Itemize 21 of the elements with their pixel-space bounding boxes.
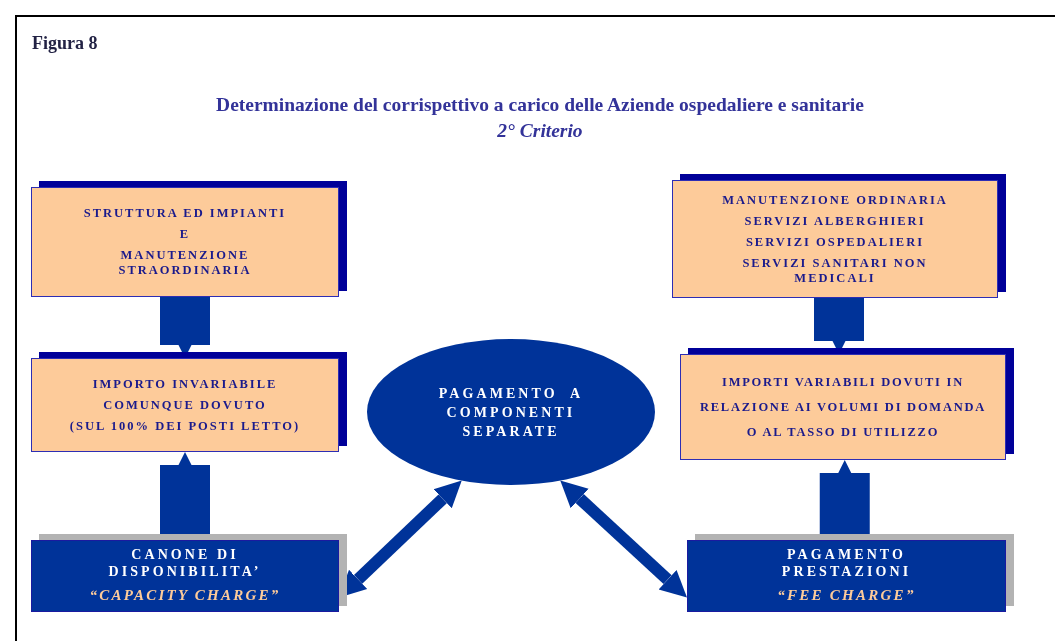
node-text: PAGAMENTO A COMPONENTI SEPARATE [437, 384, 585, 441]
node-text: E [179, 227, 191, 242]
node-text: SERVIZI OSPEDALIERI [745, 234, 925, 250]
node-text: (SUL 100% DEI POSTI LETTO) [69, 418, 301, 434]
node-text: “FEE CHARGE” [777, 586, 916, 605]
node-text: MANUTENZIONE ORDINARIA [722, 192, 948, 208]
double-arrow [560, 480, 687, 598]
figure-label: Figura 8 [32, 32, 98, 55]
node-text: CANONE DI DISPONIBILITA’ [107, 546, 263, 580]
node-text: “CAPACITY CHARGE” [89, 586, 281, 605]
ellipse-node [367, 339, 655, 485]
node-text: IMPORTI VARIABILI DOVUTI IN RELAZIONE AI VOLUMI DI DOMANDA O AL TASSO DI UTILIZZO [698, 373, 988, 441]
title: Determinazione del corrispettivo a carico delle Aziende ospedaliere e sanitarie [215, 93, 865, 117]
node-text: MANUTENZIONE STRAORDINARIA [117, 248, 253, 278]
node-text: SERVIZI SANITARI NON MEDICALI [741, 255, 929, 286]
node-text: COMUNQUE DOVUTO [103, 397, 267, 413]
subtitle: 2° Criterio [496, 119, 584, 143]
node-text: PAGAMENTO PRESTAZIONI [780, 546, 913, 580]
node-text: IMPORTO INVARIABILE [92, 376, 278, 392]
node-text: STRUTTURA ED IMPIANTI [83, 206, 287, 221]
node-text: SERVIZI ALBERGHIERI [744, 213, 926, 229]
